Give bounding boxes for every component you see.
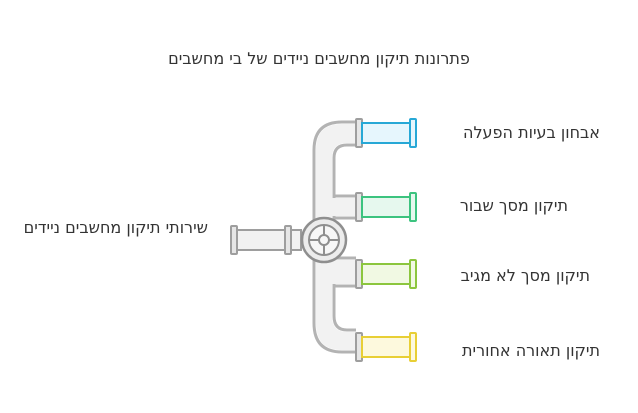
outlet-pipe-3 [355,259,417,289]
valve-wheel-icon [300,216,348,264]
outlet-pipe-1 [355,118,417,148]
pipe-branch-1 [312,120,356,226]
branch-label-2: תיקון מסך שבור [459,196,568,215]
pipe-branches [312,120,356,354]
outlet-pipe-2 [355,192,417,222]
pipe-branch-4 [312,250,356,354]
branch-label-1: אבחון בעיות הפעלה [462,123,600,142]
inlet-pipe [230,225,302,255]
pipe-branch-2 [334,194,356,220]
outlet-pipe-4 [355,332,417,362]
branch-label-3: תיקון מסך לא מגיב [460,266,590,285]
source-label: שירותי תיקון מחשבים ניידים [23,218,208,237]
diagram-title: פתרונות תיקון מחשבים ניידים של בי מחשבים [168,49,470,68]
branch-label-4: תיקון תאורה אחורית [461,341,600,360]
